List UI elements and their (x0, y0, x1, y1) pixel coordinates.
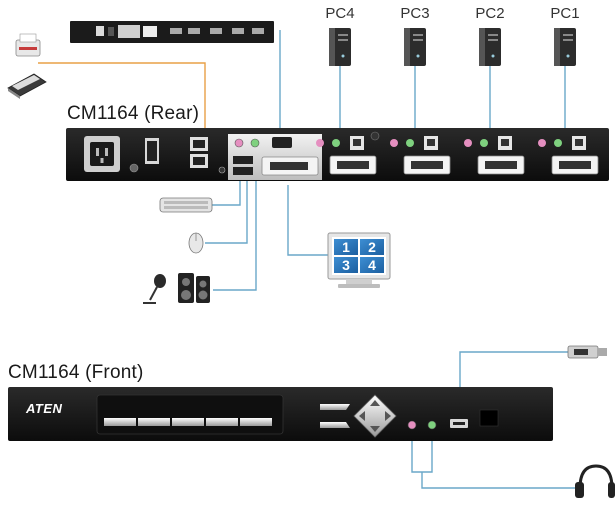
front-mic-jack (407, 420, 417, 430)
monitor-quadrant-3-label: 3 (342, 257, 350, 273)
port-button-2 (138, 418, 170, 426)
monitor-quadrant-4-label: 4 (368, 257, 376, 273)
monitor-quadrant-1 (334, 239, 358, 255)
monitor-cable (287, 185, 328, 256)
audio-cable (213, 150, 257, 291)
monitor-quadrant-2 (360, 239, 384, 255)
pc3-label: PC3 (400, 5, 430, 22)
console-hdmi (272, 137, 292, 148)
console-speaker-jack (250, 138, 260, 148)
console-mic-jack (234, 138, 244, 148)
front-chassis (8, 387, 553, 441)
pc3-tower-icon (404, 28, 426, 66)
keyboard-icon (159, 197, 213, 213)
mouse-icon (188, 232, 204, 254)
front-speaker-jack (427, 420, 437, 430)
front-ir-window (479, 409, 499, 427)
rear-chassis (66, 128, 609, 181)
mouse-cable (205, 172, 248, 244)
pc3-port-group (390, 136, 451, 175)
aten-logo: ATEN (26, 401, 63, 416)
port-button-4 (206, 418, 238, 426)
front-button-upper (320, 404, 350, 410)
monitor-quadrant-2-label: 2 (368, 239, 376, 255)
usb-flash-drive-icon (567, 345, 607, 359)
front-button-lower (320, 422, 350, 428)
headset-cable-2 (421, 472, 580, 489)
monitor-icon: 1 2 3 4 (327, 232, 391, 288)
ground-screw (129, 163, 139, 173)
pc4-port-group (316, 136, 377, 175)
keyboard-cable (212, 172, 241, 206)
port-button-5 (240, 418, 272, 426)
printer-icon (15, 33, 41, 57)
microphone-icon (143, 274, 166, 304)
monitor-quadrant-1-label: 1 (342, 239, 350, 255)
console-usb-2 (233, 167, 253, 175)
monitor-quadrant-3 (334, 257, 358, 273)
pc2-tower-icon (479, 28, 501, 66)
pc1-tower-icon (554, 28, 576, 66)
port-button-panel (96, 394, 284, 435)
port-button-3 (172, 418, 204, 426)
front-title: CM1164 (Front) (8, 362, 144, 383)
top-rear-unit (70, 21, 274, 43)
port-button-1 (104, 418, 136, 426)
pc4-tower-icon (329, 28, 351, 66)
pc-towers (329, 28, 576, 66)
speakers-icon (178, 273, 210, 303)
console-usb-1 (233, 156, 253, 164)
pc1-label: PC1 (550, 5, 580, 22)
printer-network-line (38, 62, 206, 138)
navigation-diamond (353, 394, 397, 438)
pc4-label: PC4 (325, 5, 355, 22)
pc1-port-group (538, 136, 599, 175)
rear-title: CM1164 (Rear) (67, 103, 200, 124)
scanner-icon (7, 73, 47, 99)
pc2-label: PC2 (475, 5, 505, 22)
headset-icon (575, 464, 615, 498)
pc2-port-group (464, 136, 525, 175)
monitor-quadrant-4 (360, 257, 384, 273)
